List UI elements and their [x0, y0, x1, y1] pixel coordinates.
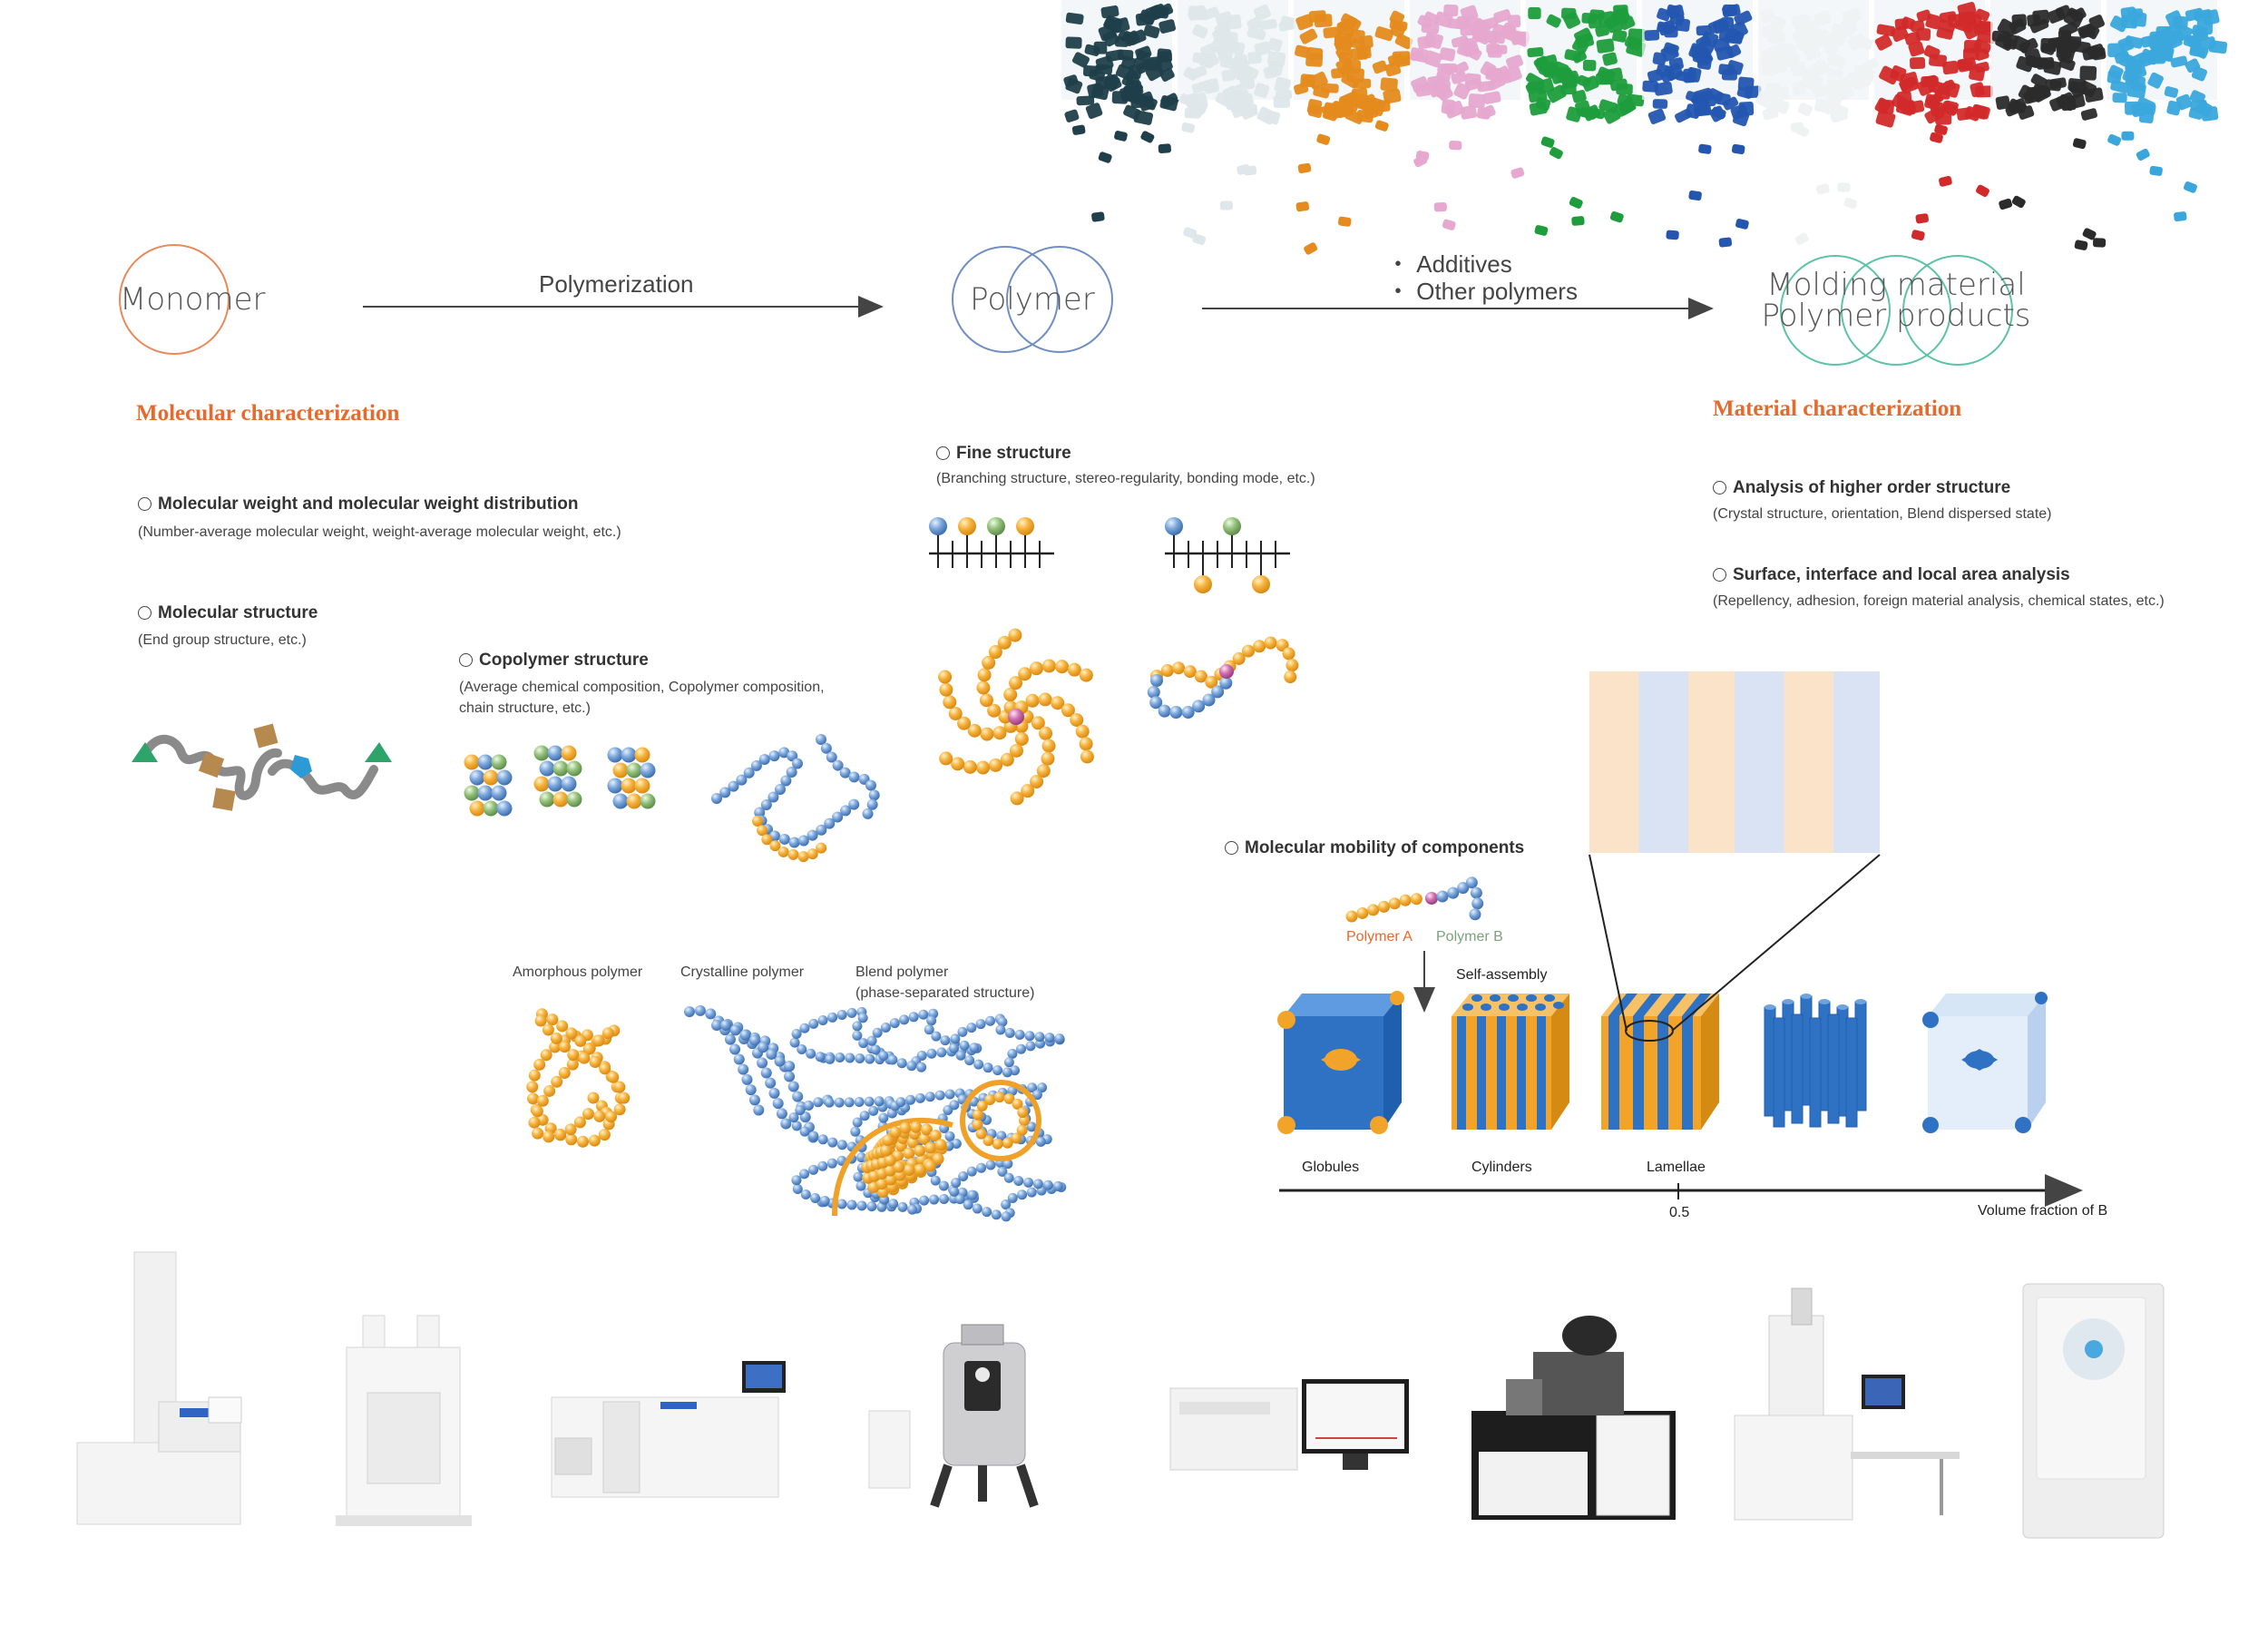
item-fine-structure: Fine structure	[936, 444, 1071, 464]
item-molecular-mobility-title: Molecular mobility of components	[1245, 838, 1524, 857]
label-polymer-b: Polymer B	[1436, 929, 1503, 945]
label-blend-polymer: Blend polymer	[855, 964, 948, 981]
label-polymerization: Polymerization	[539, 270, 694, 299]
item-copolymer-sub2: chain structure, etc.)	[459, 700, 591, 717]
plastic-pellets-banner	[1061, 0, 2227, 256]
stage-monomer: Monomer	[120, 281, 229, 318]
instrument-sem	[1735, 1288, 1960, 1520]
cube-cylinders	[1452, 994, 1569, 1130]
section-material-characterization: Material characterization	[1713, 397, 1961, 422]
item-molecular-weight: Molecular weight and molecular weight di…	[138, 494, 578, 514]
instrument-pyrolyzer	[336, 1316, 472, 1526]
label-amorphous-polymer: Amorphous polymer	[513, 964, 642, 981]
item-higher-order-structure: Analysis of higher order structure	[1713, 478, 2010, 498]
item-copolymer-sub1: (Average chemical composition, Copolymer…	[459, 680, 825, 696]
instrument-xps	[1471, 1316, 1676, 1520]
item-fine-structure-sub: (Branching structure, stereo-regularity,…	[936, 471, 1315, 487]
cube-lamellae	[1601, 994, 1719, 1130]
item-higher-order-title: Analysis of higher order structure	[1733, 478, 2010, 497]
instrument-ms	[1170, 1379, 1409, 1470]
instrument-esr	[2023, 1284, 2164, 1538]
label-crystalline-polymer: Crystalline polymer	[680, 964, 804, 981]
block-copolymer-cubes	[1277, 991, 2048, 1134]
bullet-circle-icon	[138, 606, 152, 620]
axis-tick-label: 0.5	[1669, 1205, 1689, 1221]
label-polymer-a: Polymer A	[1346, 929, 1413, 945]
item-copolymer-structure: Copolymer structure	[459, 651, 649, 671]
label-globules: Globules	[1302, 1160, 1359, 1176]
item-molecular-structure-sub: (End group structure, etc.)	[138, 632, 307, 649]
bullet-circle-icon	[138, 497, 152, 511]
cube-inverse-globules	[1922, 992, 2048, 1133]
axis-label-volume-fraction: Volume fraction of B	[1978, 1203, 2107, 1219]
label-self-assembly: Self-assembly	[1456, 967, 1547, 984]
label-other-polymers: ・ Other polymers	[1386, 273, 1578, 307]
item-molecular-structure: Molecular structure	[138, 603, 318, 623]
cube-inverse-cylinders	[1765, 994, 1866, 1127]
item-molecular-weight-title: Molecular weight and molecular weight di…	[158, 494, 578, 514]
instrument-photos	[77, 1252, 2164, 1538]
bullet-circle-icon	[1713, 568, 1726, 582]
bullet-circle-icon	[459, 653, 473, 667]
item-molecular-weight-sub: (Number-average molecular weight, weight…	[138, 524, 621, 541]
label-phase-separated: (phase-separated structure)	[855, 985, 1034, 1002]
stage-polymer: Polymer	[962, 281, 1103, 318]
section-molecular-characterization: Molecular characterization	[136, 401, 399, 426]
item-fine-structure-title: Fine structure	[956, 444, 1071, 463]
zoom-line-left	[1589, 855, 1627, 1031]
item-molecular-mobility: Molecular mobility of components	[1225, 838, 1524, 858]
item-copolymer-structure-title: Copolymer structure	[479, 651, 649, 670]
instrument-nmr	[869, 1325, 1034, 1506]
stage-molding: Molding material Polymer products	[1760, 269, 2032, 331]
molecular-structure-illustration	[132, 724, 392, 811]
item-surface-analysis: Surface, interface and local area analys…	[1713, 565, 2070, 585]
item-surface-title: Surface, interface and local area analys…	[1733, 565, 2070, 584]
bullet-circle-icon	[936, 446, 950, 460]
item-surface-sub: (Repellency, adhesion, foreign material …	[1713, 593, 2165, 610]
bullet-circle-icon	[1225, 841, 1238, 855]
item-higher-order-sub: (Crystal structure, orientation, Blend d…	[1713, 506, 2052, 523]
instrument-gc	[552, 1361, 786, 1497]
zoom-line-right	[1672, 855, 1880, 1031]
stage-molding-line2: Polymer products	[1760, 300, 2032, 331]
instrument-gpc	[77, 1252, 241, 1524]
cube-globules	[1277, 991, 1404, 1134]
bullet-circle-icon	[1713, 481, 1726, 494]
item-molecular-structure-title: Molecular structure	[158, 603, 318, 622]
lamellae-magnified-panel	[1589, 671, 1880, 853]
stage-molding-line1: Molding material	[1760, 269, 2032, 300]
label-cylinders: Cylinders	[1471, 1160, 1532, 1176]
label-lamellae: Lamellae	[1647, 1160, 1706, 1176]
